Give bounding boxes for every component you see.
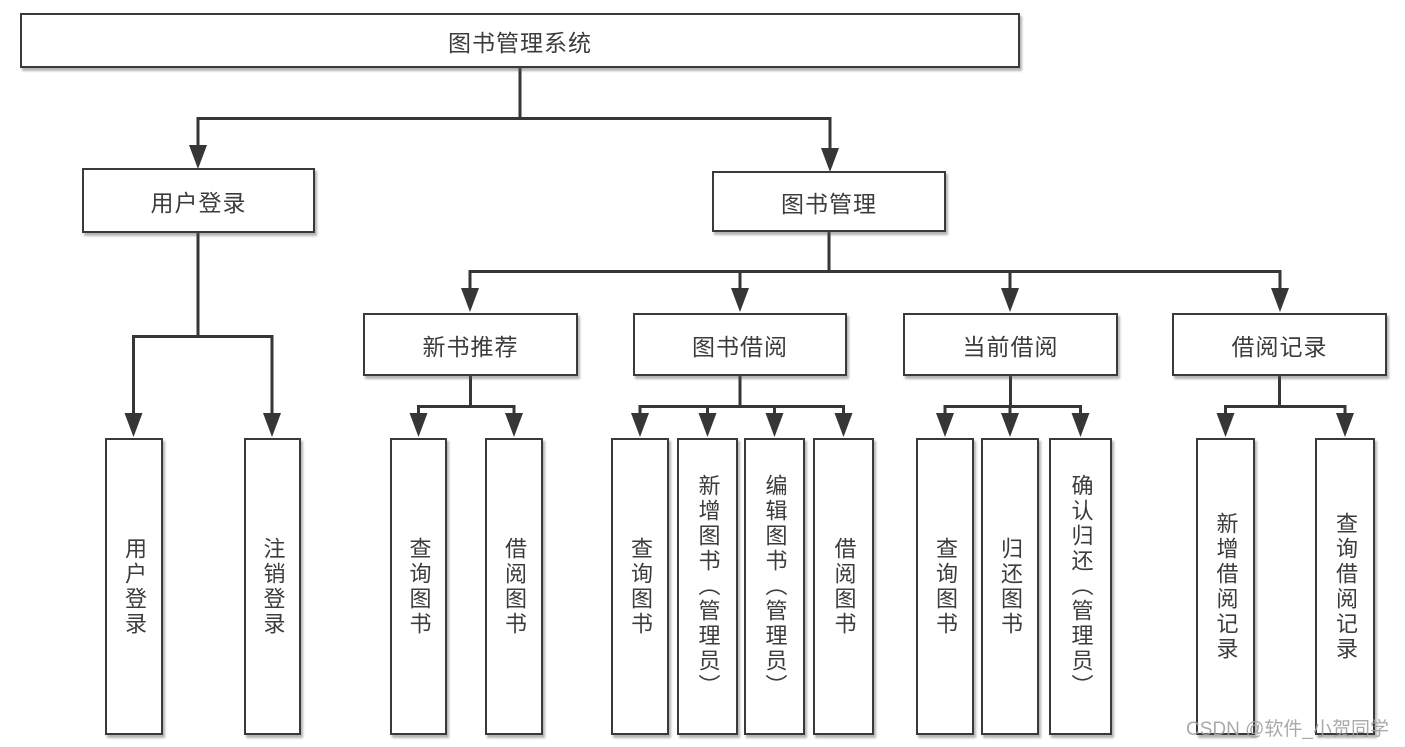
node-query-books-borrowing: 查询图书 — [611, 438, 669, 735]
node-label: 借阅记录 — [1231, 333, 1328, 360]
node-book-borrowing: 图书借阅 — [633, 313, 847, 376]
node-label: 新增图书（管理员） — [695, 474, 721, 699]
node-edit-books-admin: 编辑图书（管理员） — [744, 438, 805, 735]
node-query-books-current: 查询图书 — [916, 438, 974, 735]
node-borrowing-records: 借阅记录 — [1172, 313, 1387, 376]
node-label: 图书借阅 — [692, 333, 788, 360]
csdn-watermark: CSDN @软件_小贺同学 — [1186, 719, 1389, 740]
node-label: 确认归还（管理员） — [1068, 474, 1094, 699]
node-borrow-books-recommend: 借阅图书 — [485, 438, 543, 735]
node-label: 借阅图书 — [502, 536, 527, 637]
node-add-books-admin: 新增图书（管理员） — [677, 438, 738, 735]
node-confirm-return-admin: 确认归还（管理员） — [1049, 438, 1112, 735]
node-logout: 注销登录 — [244, 438, 301, 735]
node-label: 查询图书 — [933, 536, 958, 637]
node-label: 当前借阅 — [962, 333, 1059, 360]
node-label: 归还图书 — [998, 536, 1023, 637]
node-label: 查询借阅记录 — [1333, 511, 1358, 662]
node-user-login: 用户登录 — [105, 438, 163, 735]
node-user-login-branch: 用户登录 — [82, 168, 315, 233]
node-borrow-books: 借阅图书 — [813, 438, 874, 735]
node-label: 图书管理系统 — [448, 29, 592, 56]
node-label: 用户登录 — [150, 189, 247, 216]
node-label: 图书管理 — [781, 190, 877, 217]
node-book-management-system: 图书管理系统 — [20, 13, 1020, 68]
node-return-books: 归还图书 — [981, 438, 1039, 735]
node-book-management-branch: 图书管理 — [712, 171, 946, 232]
node-new-book-recommendation: 新书推荐 — [363, 313, 578, 376]
node-label: 注销登录 — [260, 536, 286, 637]
node-add-borrow-record: 新增借阅记录 — [1196, 438, 1255, 735]
node-label: 新增借阅记录 — [1213, 511, 1239, 662]
node-label: 查询图书 — [628, 536, 653, 637]
node-query-books-recommend: 查询图书 — [390, 438, 447, 735]
node-label: 借阅图书 — [831, 536, 857, 637]
node-label: 新书推荐 — [422, 333, 519, 360]
node-query-borrow-record: 查询借阅记录 — [1315, 438, 1375, 735]
node-current-borrowing: 当前借阅 — [903, 313, 1118, 376]
node-label: 用户登录 — [122, 536, 147, 637]
node-label: 查询图书 — [406, 536, 432, 637]
node-label: 编辑图书（管理员） — [762, 474, 788, 699]
